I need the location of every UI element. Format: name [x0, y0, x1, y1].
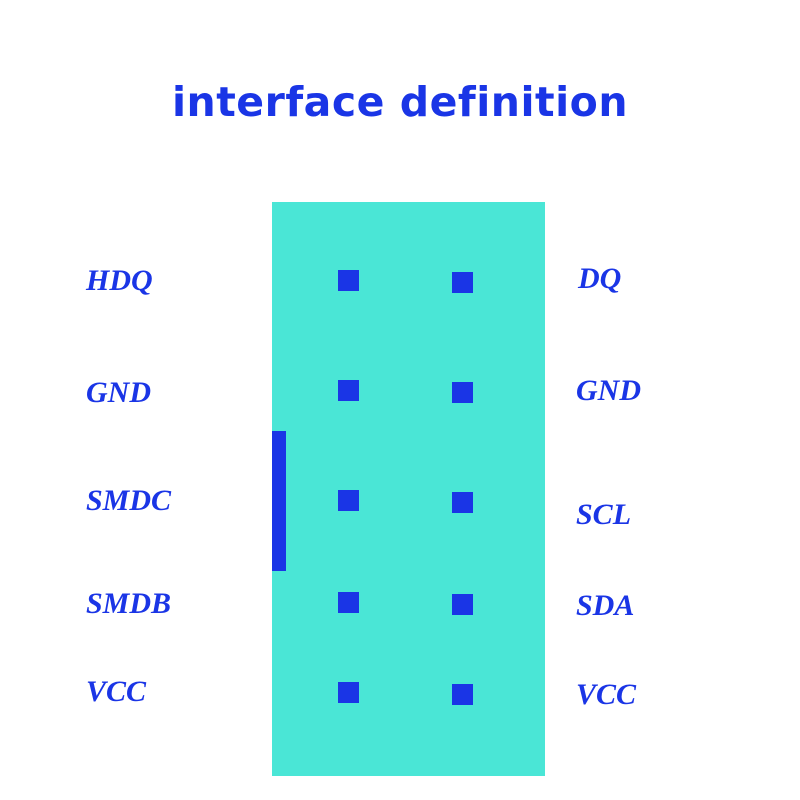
pin-left-2 [338, 380, 359, 401]
pin-left-5 [338, 682, 359, 703]
pin-right-3 [452, 492, 473, 513]
pin-right-4 [452, 594, 473, 615]
pin-left-1 [338, 270, 359, 291]
pin-label-left-2: GND [86, 376, 151, 409]
diagram-title: interface definition [171, 78, 629, 126]
pin-label-left-4: SMDB [86, 587, 172, 620]
pin-left-3 [338, 490, 359, 511]
connector-body [272, 202, 545, 776]
pin-label-left-3: SMDC [86, 484, 172, 517]
pin-label-left-1: HDQ [86, 264, 153, 297]
pin-label-right-2: GND [576, 374, 641, 407]
pin-label-right-5: VCC [576, 678, 637, 711]
pin-label-right-1: DQ [578, 262, 622, 295]
pin-right-5 [452, 684, 473, 705]
pin-right-1 [452, 272, 473, 293]
connector-key-notch [272, 431, 286, 571]
pin-label-right-4: SDA [576, 589, 635, 622]
pin-left-4 [338, 592, 359, 613]
pin-label-left-5: VCC [86, 675, 147, 708]
pin-label-right-3: SCL [576, 498, 632, 531]
pin-right-2 [452, 382, 473, 403]
